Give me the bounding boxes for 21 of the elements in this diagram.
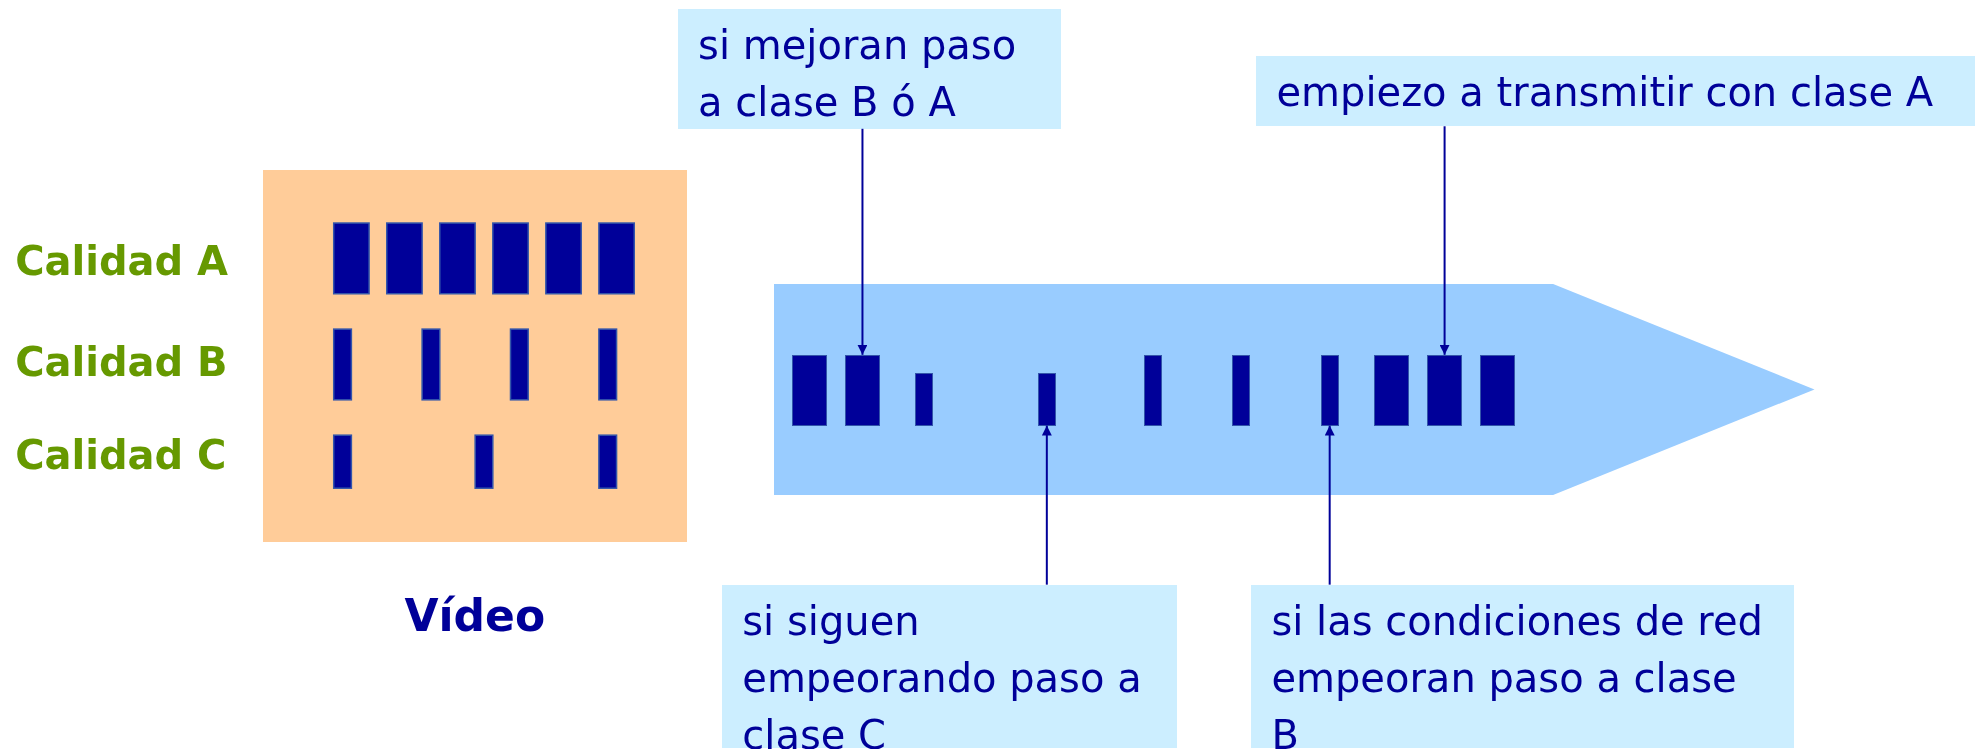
video-frame	[844, 354, 881, 426]
arrow	[1324, 424, 1335, 586]
quality-label: Calidad A	[15, 237, 229, 284]
video-frame	[791, 354, 828, 426]
callout-text: si mejoran paso a clase B ó A	[678, 8, 1061, 129]
video-frame	[1144, 354, 1162, 426]
callout-text: empiezo a transmitir con clase A	[1256, 55, 1975, 127]
quality-label: Calidad B	[15, 338, 228, 385]
arrow	[1041, 424, 1052, 586]
callout-text: si siguen empeorando paso a clase C	[722, 584, 1177, 748]
video-frame	[1479, 354, 1516, 426]
video-frame	[1426, 354, 1463, 426]
stream-arrow	[774, 284, 1815, 495]
arrow	[857, 127, 868, 356]
arrow	[1439, 125, 1450, 356]
video-frame	[915, 372, 934, 426]
video-title: Vídeo	[403, 589, 547, 641]
video-frame	[1373, 354, 1410, 426]
quality-label: Calidad C	[15, 432, 227, 479]
callout-text: si las condiciones de red empeoran paso a clase B	[1251, 584, 1795, 748]
video-frame	[1232, 354, 1251, 426]
